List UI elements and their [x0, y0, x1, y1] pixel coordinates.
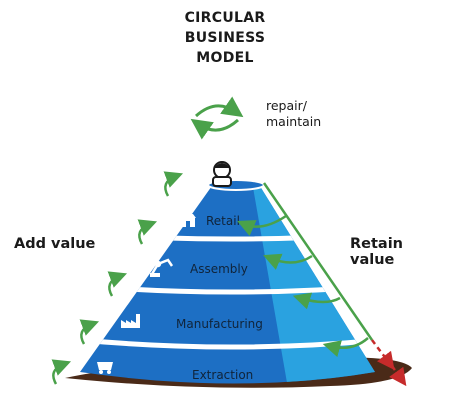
repair-label-line-2: maintain — [266, 114, 322, 129]
waste-flow-arrows — [371, 339, 407, 387]
title-line-1: CIRCULAR — [184, 10, 266, 26]
retain-value-label: Retain value — [350, 236, 404, 268]
repair-label-line-1: repair/ — [266, 98, 307, 113]
tier-label-extraction: Extraction — [192, 368, 253, 382]
tier-label-retail: Retail — [206, 214, 240, 228]
diagram-title: CIRCULAR BUSINESS MODEL — [150, 8, 300, 68]
repair-maintain-label: repair/ maintain — [266, 98, 321, 130]
mine-cart-icon — [97, 362, 113, 374]
tier-label-manufacturing: Manufacturing — [176, 317, 263, 331]
factory-icon — [121, 314, 140, 328]
person-icon — [212, 161, 232, 187]
tier-label-assembly: Assembly — [190, 262, 248, 276]
retain-value-arrows — [237, 182, 374, 358]
add-value-arrows — [51, 171, 184, 385]
add-value-label: Add value — [14, 236, 96, 252]
tier-separator — [80, 335, 375, 350]
title-line-3: MODEL — [196, 50, 254, 66]
repair-loop-arrow — [190, 96, 244, 140]
title-line-2: BUSINESS — [184, 30, 266, 46]
shop-icon — [180, 214, 196, 227]
robot-arm-icon — [150, 258, 174, 277]
